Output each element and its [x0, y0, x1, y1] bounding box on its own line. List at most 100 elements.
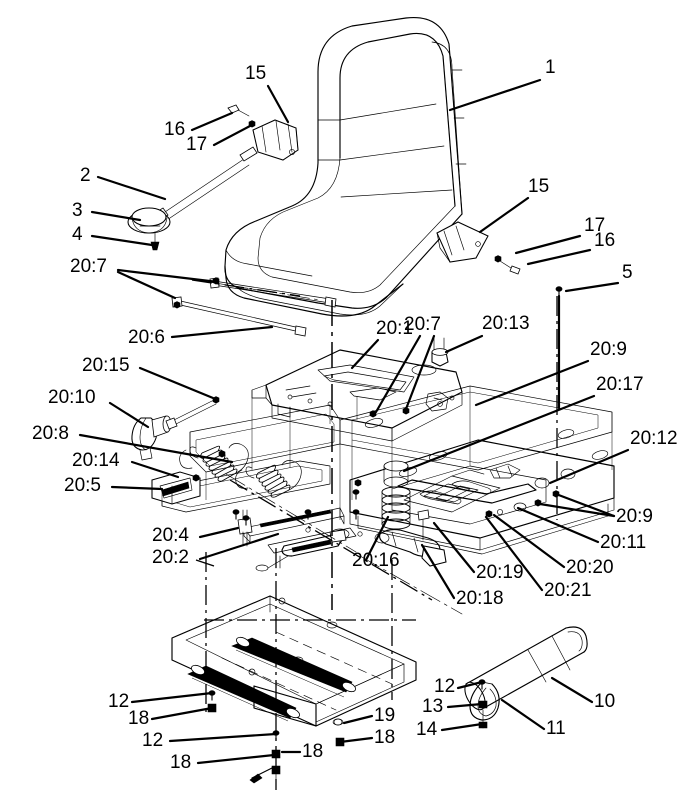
- leader-line-20-11: [516, 506, 600, 544]
- knob-20-13: [431, 337, 449, 367]
- leader-line-15: [478, 196, 530, 234]
- leader-line-20-7: [116, 270, 177, 300]
- fastener-19: [333, 718, 343, 726]
- rod-20-15: [165, 396, 220, 430]
- callout-label-layer: 1151617234151716520:720:620:1520:1020:82…: [32, 57, 678, 773]
- callout-label-20-18: 20:18: [456, 588, 504, 609]
- leader-line-4: [90, 234, 154, 247]
- seat-latch-right-item-15: [436, 221, 489, 263]
- callout-label-20-16: 20:16: [352, 550, 400, 571]
- control-rod-item-2: [149, 146, 258, 225]
- callout-label-18: 18: [170, 752, 191, 773]
- leader-line-20-7: [374, 334, 422, 414]
- leader-line-5: [564, 281, 620, 293]
- callout-label-15: 15: [528, 176, 549, 197]
- construction-lines: [161, 386, 613, 520]
- rail-strip-lower: [187, 664, 300, 722]
- callout-label-20-1: 20:1: [376, 318, 413, 339]
- callout-label-20-17: 20:17: [596, 374, 644, 395]
- seat-latch-left-item-15: [252, 119, 299, 161]
- callout-label-11: 11: [546, 718, 566, 739]
- callout-label-20-7: 20:7: [404, 314, 441, 335]
- leader-line-20-18: [420, 543, 456, 600]
- callout-label-1: 1: [545, 57, 556, 78]
- leader-line-17: [212, 124, 252, 147]
- leader-line-10: [550, 676, 594, 704]
- roller-tube-item-10: [464, 626, 588, 711]
- leader-line-20-9: [474, 359, 590, 407]
- callout-label-20-14: 20:14: [72, 450, 120, 471]
- leader-line-12: [456, 680, 484, 690]
- leader-line-20-6: [170, 325, 274, 339]
- leader-line-16: [190, 111, 234, 132]
- leader-line-1: [448, 78, 542, 112]
- leader-line-20-5: [110, 485, 164, 491]
- leader-line-20-20: [492, 513, 566, 569]
- callout-label-2: 2: [80, 165, 91, 186]
- fastener-16-right: [499, 260, 521, 275]
- callout-label-14: 14: [416, 719, 438, 740]
- leader-line-20-12: [548, 448, 630, 485]
- fastener-20-19: [417, 509, 430, 541]
- leader-line-14: [440, 722, 484, 732]
- leader-line-20-7: [116, 268, 220, 284]
- leader-line-15: [266, 84, 290, 124]
- lever-20-18: [374, 528, 447, 567]
- callout-label-20-11: 20:11: [600, 532, 646, 553]
- callout-label-12: 12: [434, 676, 455, 697]
- callout-label-20-13: 20:13: [482, 313, 530, 334]
- leader-line-20-9: [538, 502, 616, 518]
- callout-label-20-4: 20:4: [152, 525, 189, 546]
- callout-label-20-6: 20:6: [128, 327, 165, 348]
- pin-item-5: [555, 286, 563, 410]
- leader-line-17: [514, 234, 582, 255]
- leader-line-20-15: [138, 366, 215, 400]
- leader-line-19: [342, 714, 374, 725]
- leader-line-13: [446, 702, 484, 709]
- leader-line-18: [150, 706, 214, 721]
- seat-assembly-item-1: [224, 16, 467, 317]
- callout-label-19: 19: [374, 705, 395, 726]
- callout-label-10: 10: [594, 691, 615, 712]
- leader-line-20-4: [198, 526, 240, 539]
- spring-20-8-b: [235, 460, 302, 498]
- callout-label-20-5: 20:5: [64, 475, 101, 496]
- callout-label-20-9: 20:9: [616, 506, 653, 527]
- leader-line-12: [130, 691, 214, 704]
- callout-label-12: 12: [108, 691, 129, 712]
- callout-label-20-19: 20:19: [476, 562, 524, 583]
- knob-item-3: [127, 207, 171, 234]
- assembly-centre-lines: [191, 279, 558, 790]
- pin-20-7-b: [173, 301, 181, 309]
- callout-label-18: 18: [128, 708, 149, 729]
- leader-line-20-21: [484, 515, 544, 592]
- leader-line-20-8: [78, 433, 234, 464]
- callout-label-16: 16: [594, 230, 615, 251]
- leader-line-11: [500, 698, 546, 731]
- callout-label-3: 3: [72, 200, 83, 221]
- leader-line-20-17: [402, 394, 596, 473]
- leader-line-20-13: [444, 334, 484, 354]
- leader-line-18: [338, 736, 374, 744]
- leader-line-18: [196, 753, 276, 765]
- callout-label-18: 18: [302, 741, 323, 762]
- callout-label-20-12: 20:12: [630, 428, 678, 449]
- leader-line-20-19: [432, 521, 476, 574]
- callout-label-20-8: 20:8: [32, 423, 69, 444]
- leader-line-20-9: [554, 492, 616, 518]
- leader-line-20-16: [364, 515, 390, 562]
- leader-line-20-14: [130, 460, 180, 479]
- callout-label-20-2: 20:2: [152, 547, 189, 568]
- callout-label-20-21: 20:21: [544, 580, 592, 601]
- fastener-16-left: [227, 104, 250, 117]
- leader-line-20-2: [198, 532, 280, 561]
- damper-spring-20-16: [381, 460, 411, 530]
- fastener-item-4: [150, 231, 160, 251]
- callout-label-17: 17: [186, 134, 207, 155]
- handle-20-10: [131, 415, 172, 461]
- callout-label-16: 16: [164, 119, 185, 140]
- misc-fasteners: [218, 450, 363, 537]
- rail-strip-upper: [231, 636, 356, 698]
